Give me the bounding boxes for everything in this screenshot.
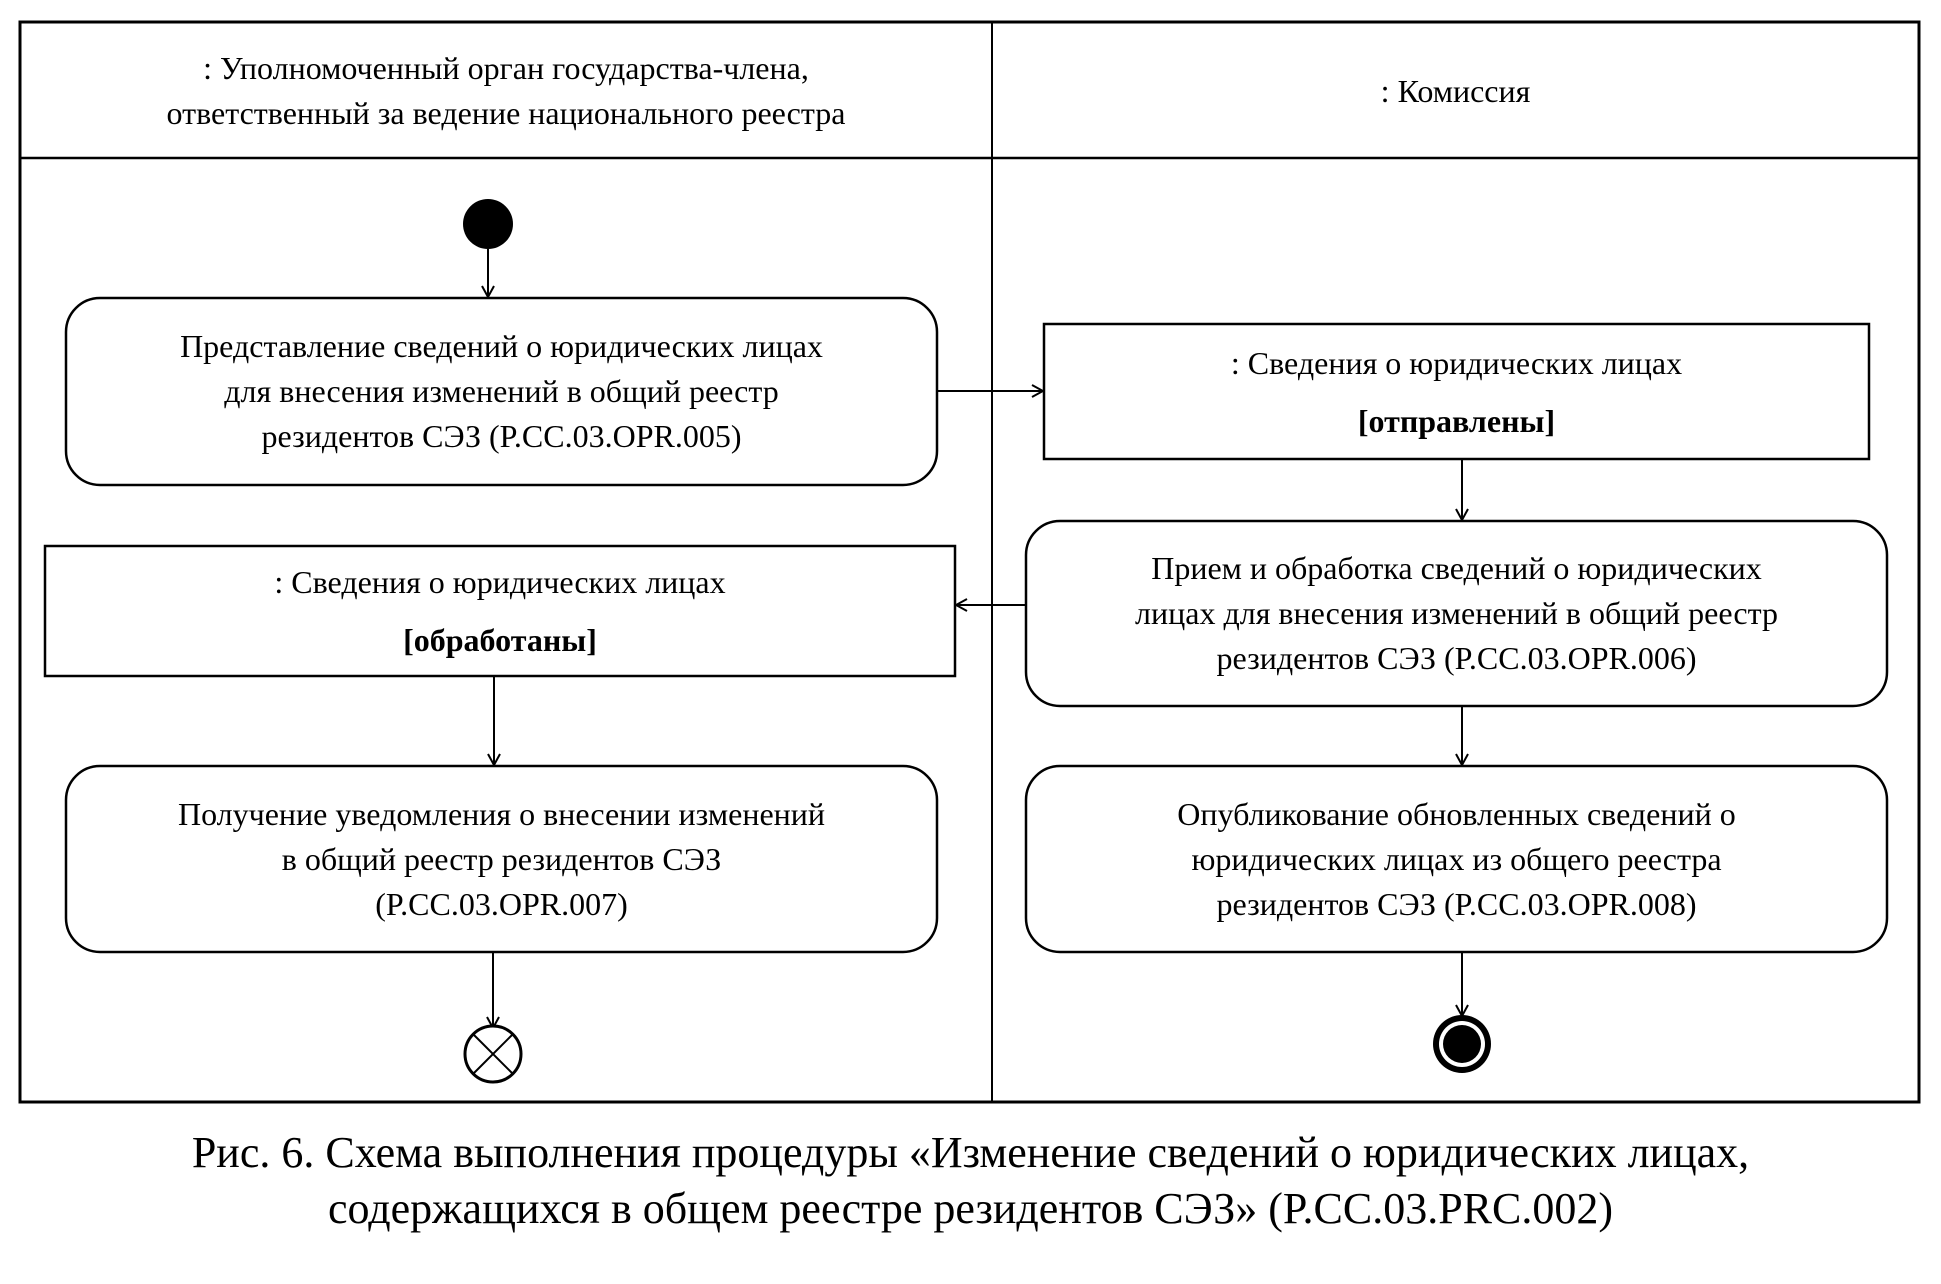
object-name: : Сведения о юридических лицах bbox=[274, 564, 726, 600]
action-text-line: юридических лицах из общего реестра bbox=[1191, 840, 1722, 877]
object-processed-text: : Сведения о юридических лицах [обработа… bbox=[45, 546, 955, 676]
action-text-line: в общий реестр резидентов СЭЗ bbox=[281, 840, 722, 877]
initial-node bbox=[463, 199, 513, 249]
lane-title-line: : Уполномоченный орган государства-члена… bbox=[203, 50, 809, 86]
action-text-line: резидентов СЭЗ (P.CC.03.OPR.005) bbox=[261, 418, 742, 454]
diagram-canvas bbox=[18, 20, 1921, 1104]
action-text-line: резидентов СЭЗ (P.CC.03.OPR.008) bbox=[1216, 885, 1697, 922]
action-opr-008-text: Опубликование обновленных сведений о юри… bbox=[1026, 766, 1887, 952]
action-text-line: Представление сведений о юридических лиц… bbox=[180, 328, 823, 364]
action-text-line: Прием и обработка сведений о юридических bbox=[1151, 550, 1762, 586]
activity-final-node bbox=[1433, 1015, 1491, 1073]
action-text-line: (P.CC.03.OPR.007) bbox=[375, 885, 628, 922]
lane-title-commission: : Комиссия bbox=[994, 24, 1917, 158]
action-text-line: Опубликование обновленных сведений о bbox=[1177, 795, 1736, 832]
figure-caption: Рис. 6. Схема выполнения процедуры «Изме… bbox=[0, 1125, 1941, 1237]
object-state: [обработаны] bbox=[403, 622, 597, 658]
lane-title-line: ответственный за ведение национального р… bbox=[166, 95, 846, 131]
activity-diagram: : Уполномоченный орган государства-члена… bbox=[18, 20, 1921, 1104]
object-sent-text: : Сведения о юридических лицах [отправле… bbox=[1044, 324, 1869, 459]
action-text-line: лицах для внесения изменений в общий рее… bbox=[1135, 595, 1778, 631]
action-opr-006-text: Прием и обработка сведений о юридических… bbox=[1026, 521, 1887, 706]
object-state: [отправлены] bbox=[1357, 402, 1556, 439]
flow-final-node bbox=[463, 1024, 523, 1084]
action-text-line: Получение уведомления о внесении изменен… bbox=[177, 795, 826, 832]
action-opr-007-text: Получение уведомления о внесении изменен… bbox=[66, 766, 937, 952]
action-text-line: для внесения изменений в общий реестр bbox=[224, 373, 779, 409]
action-node-opr-007[interactable] bbox=[64, 764, 939, 954]
lane-title-line: : Комиссия bbox=[1380, 72, 1531, 109]
action-opr-005-text: Представление сведений о юридических лиц… bbox=[66, 298, 937, 485]
caption-line: содержащихся в общем реестре резидентов … bbox=[327, 1184, 1614, 1233]
action-text-line: резидентов СЭЗ (P.CC.03.OPR.006) bbox=[1216, 640, 1697, 676]
caption-line: Рис. 6. Схема выполнения процедуры «Изме… bbox=[191, 1128, 1750, 1177]
swimlane-frame bbox=[18, 20, 1921, 1104]
object-node-processed[interactable] bbox=[43, 544, 957, 678]
lane-title-member-authority: : Уполномоченный орган государства-члена… bbox=[22, 24, 990, 158]
object-name: : Сведения о юридических лицах bbox=[1230, 344, 1683, 381]
